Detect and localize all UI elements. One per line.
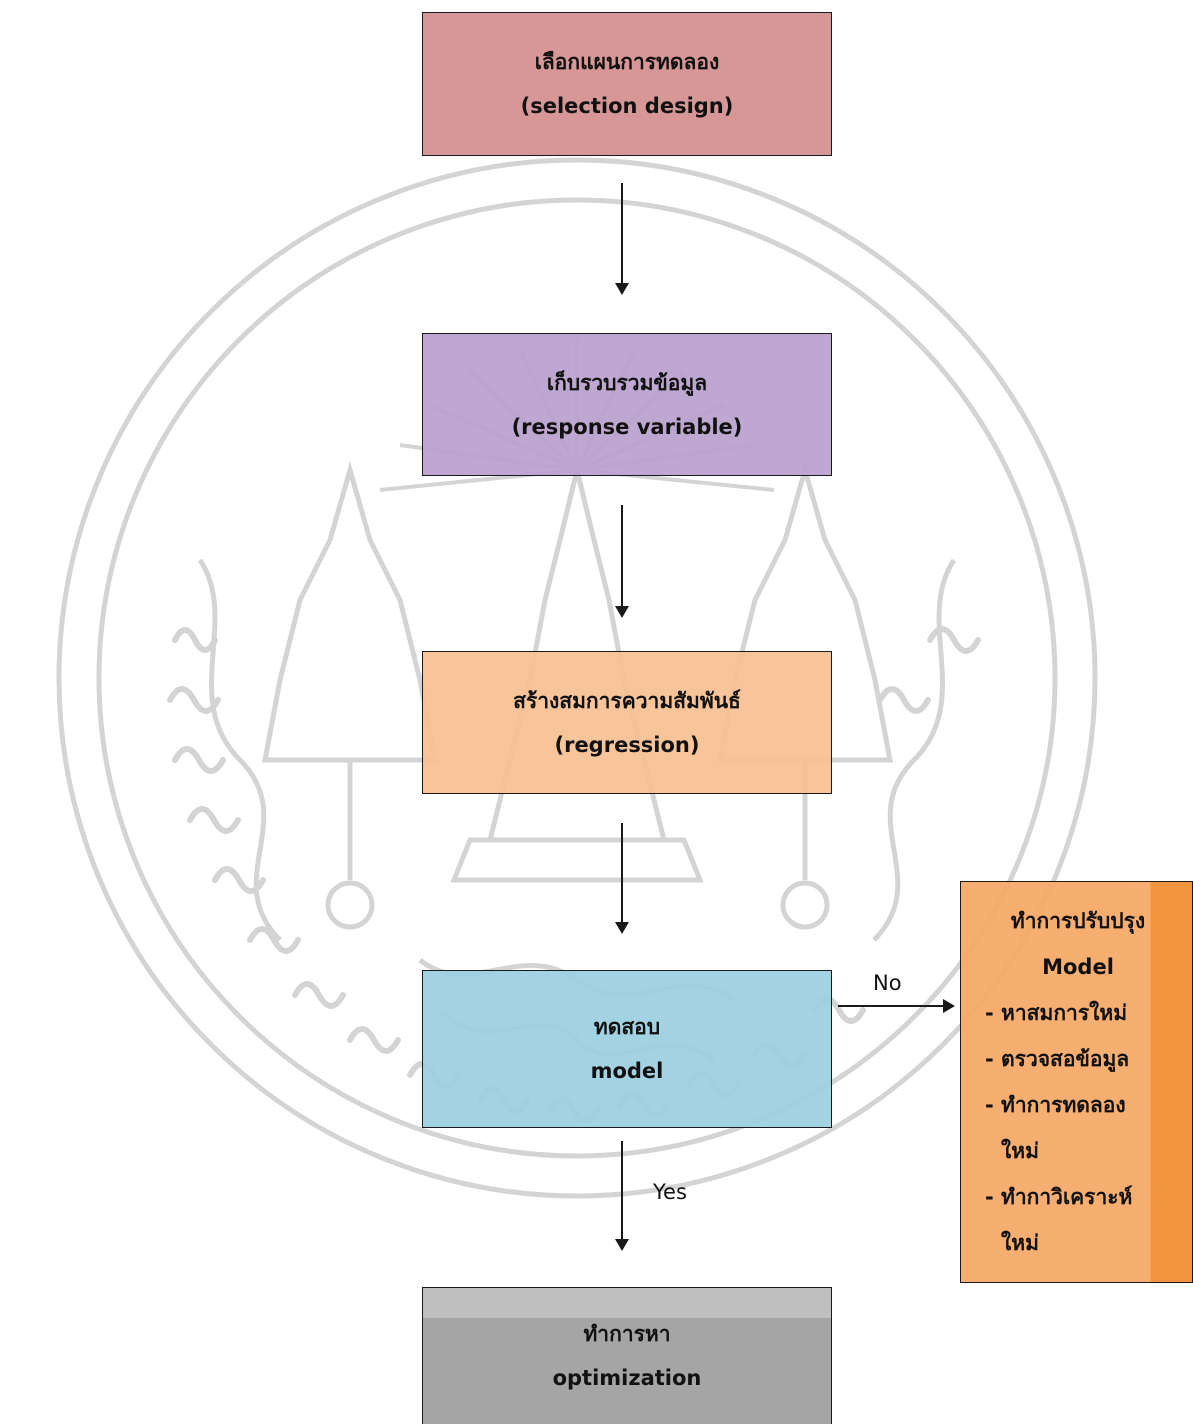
- edge-label-no: No: [873, 971, 902, 995]
- improve-title-line1: ทำการปรับปรุง: [1010, 909, 1146, 933]
- step-regression: สร้างสมการความสัมพันธ์ (regression): [422, 651, 832, 794]
- step-test-model: ทดสอบ model: [422, 970, 832, 1128]
- step-collect-line1: เก็บรวบรวมข้อมูล: [546, 370, 708, 395]
- step-collect-line2: (response variable): [511, 414, 743, 439]
- edge-label-yes: Yes: [653, 1180, 687, 1204]
- step-improve-model: ทำการปรับปรุง Model - หาสมการใหม่ - ตรวจ…: [960, 881, 1193, 1283]
- improve-item-reanalyze-cont: ใหม่: [1001, 1231, 1039, 1255]
- step-optimization: ทำการหา optimization: [422, 1287, 832, 1424]
- step-design-line1: เลือกแผนการทดลอง: [534, 50, 720, 74]
- improve-title-line2: Model: [1042, 955, 1114, 979]
- step-optimize-line1: ทำการหา: [583, 1322, 671, 1346]
- step-collect-data: เก็บรวบรวมข้อมูล (response variable): [422, 333, 832, 476]
- step-design-line2: (selection design): [520, 94, 734, 118]
- step-regress-line2: (regression): [554, 732, 700, 757]
- improve-item-redo-experiment: - ทำการทดลอง: [985, 1093, 1126, 1117]
- step-test-line2: model: [590, 1059, 664, 1083]
- improve-item-check-data: - ตรวจสอข้อมูล: [985, 1047, 1130, 1071]
- step-regress-line1: สร้างสมการความสัมพันธ์: [513, 688, 741, 713]
- improve-item-redo-experiment-cont: ใหม่: [1001, 1139, 1039, 1163]
- improve-item-new-equation: - หาสมการใหม่: [985, 1001, 1128, 1025]
- step-test-line1: ทดสอบ: [593, 1015, 661, 1039]
- step-selection-design: เลือกแผนการทดลอง (selection design): [422, 12, 832, 156]
- improve-item-reanalyze: - ทำกาวิเคราะห์: [985, 1185, 1133, 1209]
- step-optimize-line2: optimization: [552, 1366, 702, 1390]
